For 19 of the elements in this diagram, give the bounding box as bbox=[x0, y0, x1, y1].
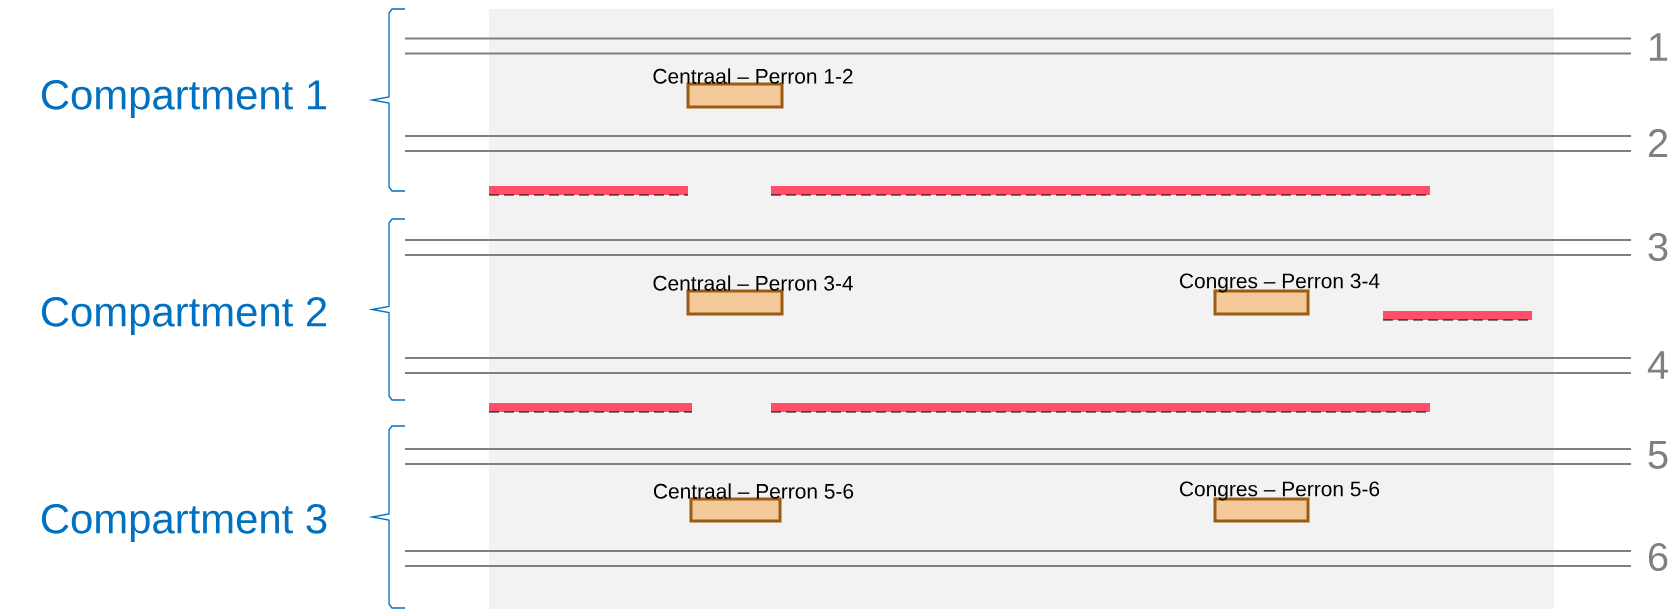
node-label: Centraal – Perron 5-6 bbox=[653, 483, 854, 499]
platform-box: Congres – Perron 5-6 bbox=[1180, 481, 1380, 523]
platform-box: Congres – Perron 3-4 bbox=[1180, 273, 1380, 316]
compartment-label: Compartment 3 bbox=[41, 504, 327, 542]
track-number: 2 bbox=[1648, 129, 1668, 157]
node-label: Congres – Perron 5-6 bbox=[1179, 481, 1380, 501]
compartment-label: Compartment 1 bbox=[41, 80, 327, 118]
node-label: Centraal – Perron 1-2 bbox=[653, 68, 853, 84]
track-number: 1 bbox=[1649, 33, 1668, 61]
track-number: 3 bbox=[1648, 232, 1668, 262]
track-number: 6 bbox=[1648, 542, 1668, 572]
platform-box: Centraal – Perron 3-4 bbox=[653, 275, 853, 316]
platform-box: Centraal – Perron 5-6 bbox=[654, 483, 854, 523]
track-number: 5 bbox=[1648, 441, 1668, 469]
compartment-label: Compartment 2 bbox=[41, 297, 327, 335]
node-label: Centraal – Perron 3-4 bbox=[653, 275, 853, 291]
platform-box: Centraal – Perron 1-2 bbox=[653, 68, 853, 109]
node-label: Congres – Perron 3-4 bbox=[1179, 273, 1380, 293]
track-number: 4 bbox=[1647, 351, 1668, 379]
